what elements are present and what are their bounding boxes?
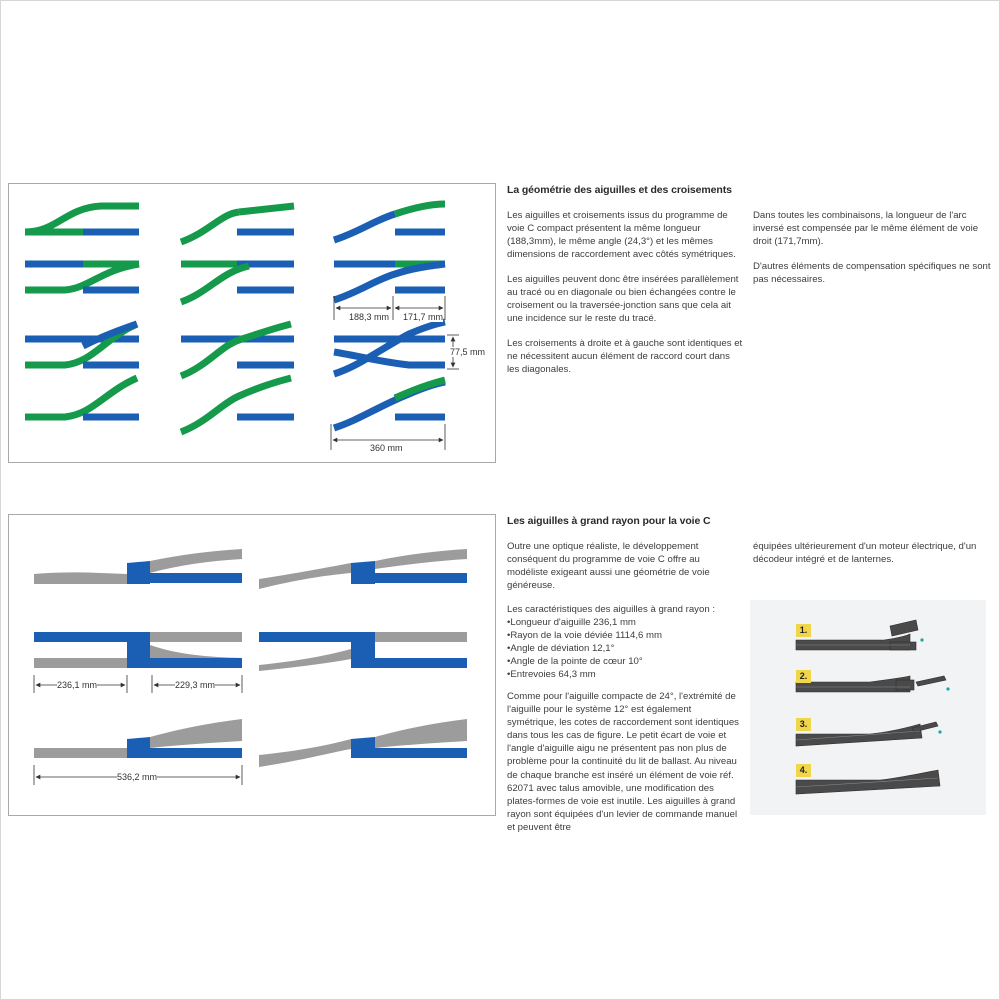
dimension-77-5: 77,5 mm [450,347,486,357]
section1-col2-p1: Dans toutes les combinaisons, la longueu… [753,210,979,248]
section2-col2: équipées ultérieurement d'un moteur élec… [753,541,977,566]
section1-title: La géométrie des aiguilles et des croise… [507,184,732,196]
large-radius-diagram [33,549,467,785]
large-radius-diagram-panel: 236,1 mm 229,3 mm 536,2 mm [8,514,496,816]
turnout-steps-illustration [795,619,950,795]
dimension-188-3: 188,3 mm [349,312,390,322]
crossing-c2-r3 [179,320,294,380]
crossing-c3-r2 [332,260,446,304]
spec-item: Entrevoies 64,3 mm [507,668,743,681]
step-label-4: 4. [796,764,811,777]
section2-specs-block: Les caractéristiques des aiguilles à gra… [507,603,743,682]
large-turnout-right-2 [259,632,467,671]
dimension-236-1: 236,1 mm [57,680,98,690]
dimension-360: 360 mm [370,443,403,453]
section2-intro: Outre une optique réaliste, le développe… [507,541,710,592]
turnout-c2-r1 [179,202,295,246]
spec-item: Rayon de la voie déviée 1114,6 mm [507,629,743,642]
large-turnout-right-3 [259,719,467,767]
crossing-c1-r3 [25,320,139,369]
dimension-229-3: 229,3 mm [175,680,216,690]
dimension-536-2: 536,2 mm [117,772,158,782]
spec-item: Angle de la pointe de cœur 10° [507,655,743,668]
dimension-171-7: 171,7 mm [403,312,444,322]
large-turnout-left-2 [34,632,242,668]
turnout-c1-r1 [24,202,139,236]
section1-col2-p2: D'autres éléments de compensation spécif… [753,261,991,286]
large-turnout-left-3 [34,719,242,758]
turnout-steps-photo: 1. 2. 3. 4. [750,600,986,815]
spec-item: Longueur d'aiguille 236,1 mm [507,616,743,629]
track-geometry-diagram-panel: 188,3 mm 171,7 mm 77,5 mm 360 mm [8,183,496,463]
spec-item: Angle de déviation 12,1° [507,642,743,655]
step-label-3: 3. [796,718,811,731]
turnout-c2-r2 [179,260,294,306]
crossing-c1-r4 [25,374,139,421]
dimension-lines-section1 [330,296,459,450]
large-turnout-right-1 [259,549,467,589]
track-geometry-diagram [24,200,459,450]
section2-outro: Comme pour l'aiguille compacte de 24°, l… [507,691,739,833]
crossing-c2-r4 [179,374,294,436]
crossing-c3-r3 [332,318,446,378]
section1-col1-p3: Les croisements à droite et à gauche son… [507,338,743,376]
crossing-c3-r1 [332,200,446,244]
large-turnout-left-1 [34,549,242,584]
section1-col1-p1: Les aiguilles et croisements issus du pr… [507,210,736,261]
crossing-c3-r4 [332,376,446,432]
section1-col1-p2: Les aiguilles peuvent donc être insérées… [507,274,739,325]
section2-specs-title: Les caractéristiques des aiguilles à gra… [507,604,715,615]
step-label-2: 2. [796,670,811,683]
section2-specs-list: Longueur d'aiguille 236,1 mm Rayon de la… [507,616,743,681]
turnout-c1-r2 [25,260,140,294]
section2-title: Les aiguilles à grand rayon pour la voie… [507,515,711,527]
step-label-1: 1. [796,624,811,637]
